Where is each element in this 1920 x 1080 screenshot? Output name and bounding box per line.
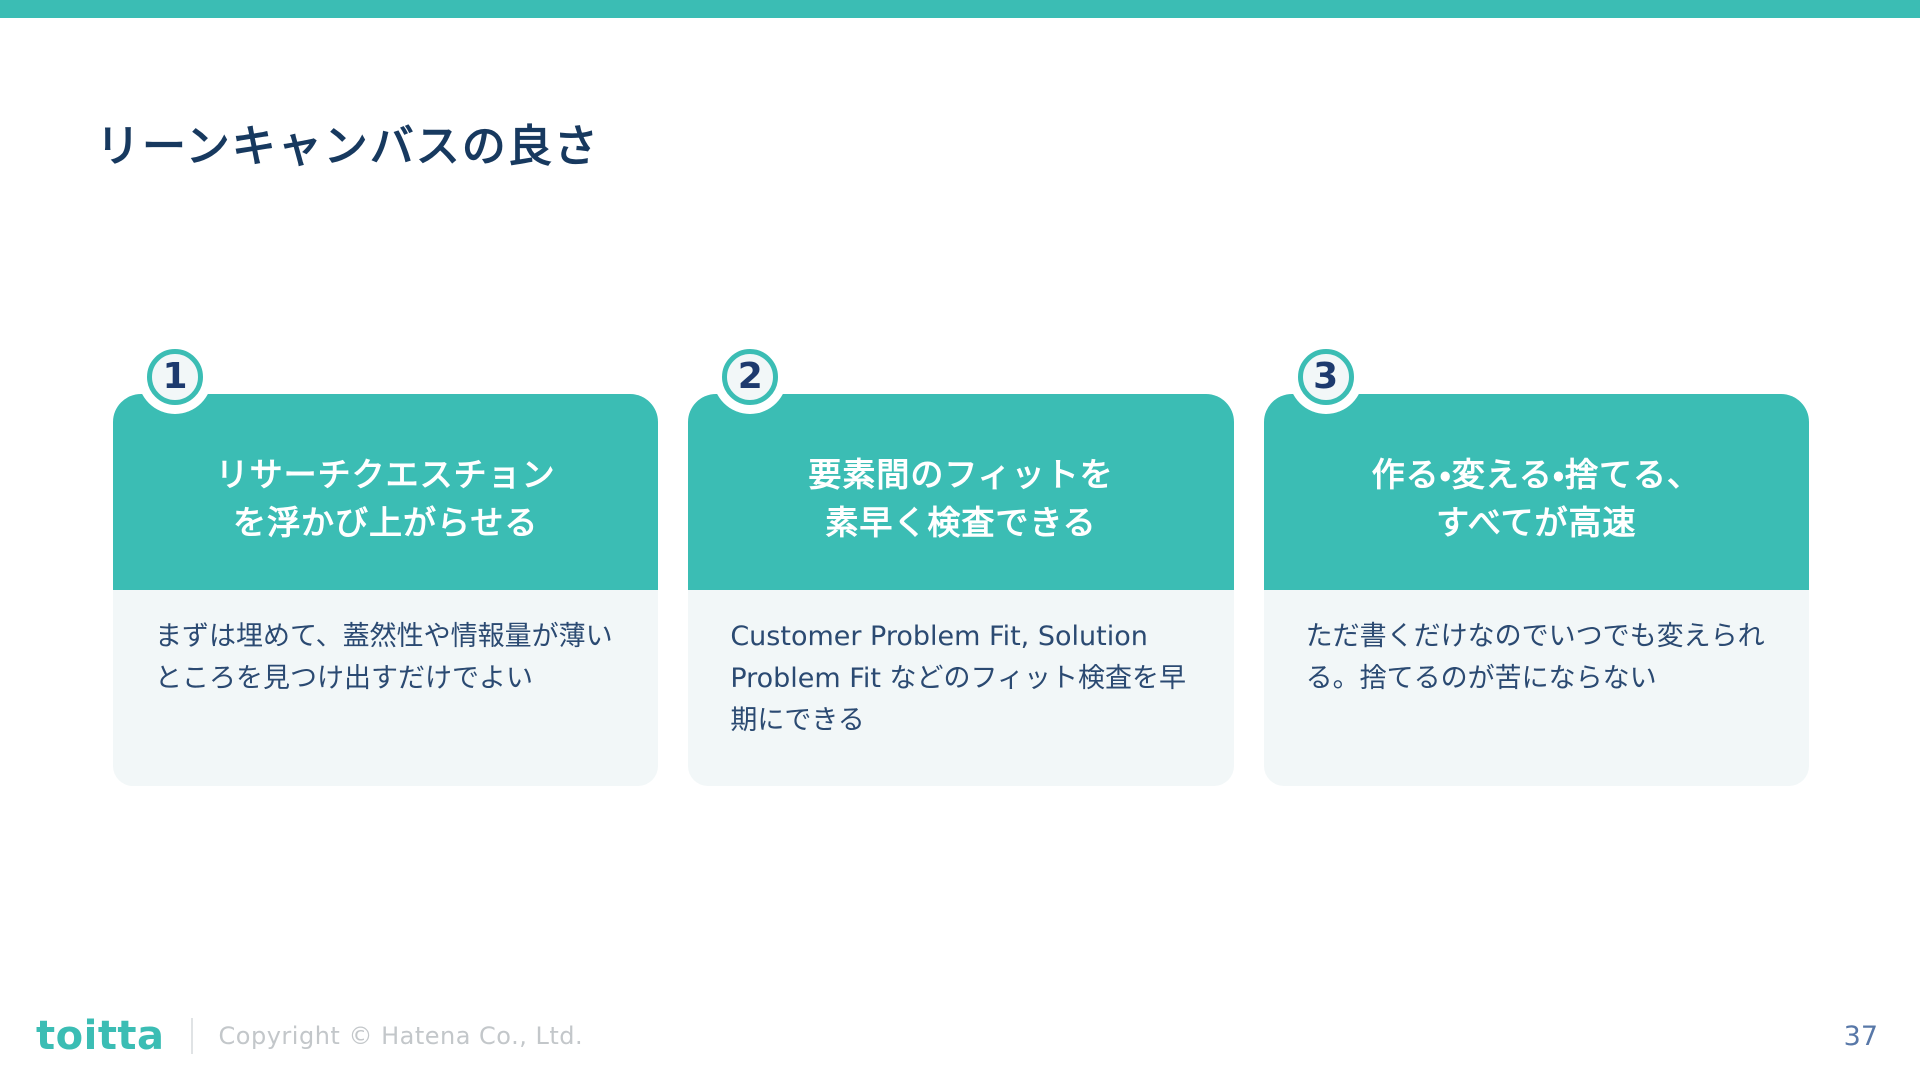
footer-divider: [190, 1018, 193, 1054]
card-number: 2: [737, 356, 763, 397]
card-heading: リサーチクエスチョン を浮かび上がらせる: [216, 437, 556, 547]
card-heading-line2: 素早く検査できる: [825, 503, 1097, 542]
card-body-text: まずは埋めて、蓋然性や情報量が薄いところを見つけ出すだけでよい: [155, 621, 613, 694]
card-number-badge: 3: [1297, 349, 1354, 405]
card-header: 作る・変える・捨てる、 すべてが高速: [1263, 394, 1809, 590]
card-header: 要素間のフィットを 素早く検査できる: [688, 394, 1234, 590]
card-heading: 作る・変える・捨てる、 すべてが高速: [1372, 437, 1701, 547]
card-body-text: Customer Problem Fit, Solution Problem F…: [730, 621, 1186, 736]
card-heading-line2: すべてが高速: [1436, 503, 1637, 542]
toitta-logo: toitta: [36, 1013, 165, 1059]
benefit-card: 1 リサーチクエスチョン を浮かび上がらせる まずは埋めて、蓋然性や情報量が薄い…: [113, 349, 659, 786]
card-number-badge: 2: [722, 349, 779, 405]
benefit-cards-row: 1 リサーチクエスチョン を浮かび上がらせる まずは埋めて、蓋然性や情報量が薄い…: [113, 349, 1809, 786]
card-body: まずは埋めて、蓋然性や情報量が薄いところを見つけ出すだけでよい: [113, 590, 659, 786]
card-body: Customer Problem Fit, Solution Problem F…: [688, 590, 1234, 786]
card-heading: 要素間のフィットを 素早く検査できる: [808, 437, 1113, 547]
page-number: 37: [1843, 1021, 1878, 1052]
footer: toitta Copyright © Hatena Co., Ltd.: [36, 1010, 583, 1062]
card-heading-line1: リサーチクエスチョン: [215, 455, 556, 495]
card-number-badge: 1: [147, 349, 203, 405]
card-body-text: ただ書くだけなのでいつでも変えられる。捨てるのが苦にならない: [1305, 621, 1765, 694]
top-accent-bar: [0, 0, 1920, 18]
copyright-text: Copyright © Hatena Co., Ltd.: [218, 1022, 584, 1050]
benefit-card: 3 作る・変える・捨てる、 すべてが高速 ただ書くだけなのでいつでも変えられる。…: [1263, 349, 1809, 786]
page-title: リーンキャンバスの良さ: [96, 121, 600, 172]
card-heading-line2: を浮かび上がらせる: [232, 503, 539, 542]
card-heading-line1: 要素間のフィットを: [808, 455, 1114, 495]
benefit-card: 2 要素間のフィットを 素早く検査できる Customer Problem Fi…: [688, 349, 1234, 786]
card-body: ただ書くだけなのでいつでも変えられる。捨てるのが苦にならない: [1263, 590, 1809, 786]
card-header: リサーチクエスチョン を浮かび上がらせる: [113, 394, 659, 590]
card-number: 3: [1313, 356, 1339, 397]
card-number: 1: [162, 356, 188, 397]
card-heading-line1: 作る・変える・捨てる、: [1371, 455, 1702, 495]
